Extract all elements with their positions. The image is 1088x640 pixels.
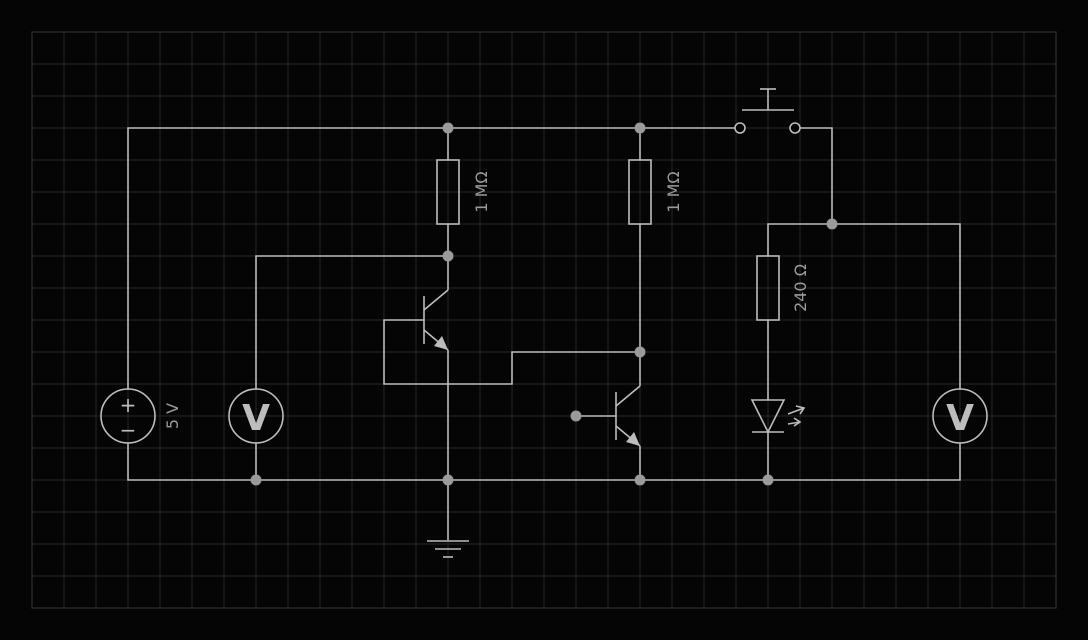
voltmeter-right[interactable]: V <box>932 388 988 444</box>
node[interactable] <box>442 122 454 134</box>
push-button-switch[interactable] <box>734 88 801 134</box>
resistor-1[interactable]: 1 MΩ <box>436 159 491 225</box>
resistor-3-body <box>756 255 780 321</box>
node[interactable] <box>634 346 646 358</box>
transistor-q1-collector <box>423 289 449 311</box>
resistor-1-label: 1 MΩ <box>472 171 491 212</box>
led-light-icon <box>787 405 806 427</box>
wires <box>127 127 961 540</box>
led[interactable] <box>750 399 806 434</box>
battery-minus: − <box>120 418 137 442</box>
battery[interactable]: + − 5 V <box>100 388 182 444</box>
resistor-2-label: 1 MΩ <box>664 171 683 212</box>
node[interactable] <box>826 218 838 230</box>
wire-q1-base-loop <box>383 319 640 385</box>
resistor-2-body <box>628 159 652 225</box>
node[interactable] <box>570 410 582 422</box>
battery-label: 5 V <box>163 403 182 429</box>
transistor-q2-arrow-icon <box>626 432 640 446</box>
resistor-2[interactable]: 1 MΩ <box>628 159 683 225</box>
node[interactable] <box>634 122 646 134</box>
voltmeter-left-symbol: V <box>242 398 270 439</box>
wire-switch-right <box>800 127 833 224</box>
node[interactable] <box>634 474 646 486</box>
transistor-q2-collector <box>615 385 641 407</box>
led-body <box>750 399 786 434</box>
switch-terminal-right <box>789 122 801 134</box>
wire-top-rail <box>127 127 740 389</box>
transistor-q2[interactable] <box>615 385 641 447</box>
ground-icon <box>427 540 469 558</box>
battery-plus: + <box>120 393 137 417</box>
grid-border <box>31 31 1057 609</box>
wire-bottom-rail <box>127 443 961 481</box>
resistor-3[interactable]: 240 Ω <box>756 255 810 321</box>
node[interactable] <box>442 250 454 262</box>
node[interactable] <box>762 474 774 486</box>
nodes <box>250 122 838 486</box>
wire-right-branch <box>767 223 961 389</box>
transistor-q1[interactable] <box>423 289 449 351</box>
transistor-q1-arrow-icon <box>434 336 448 350</box>
voltmeter-left-body <box>228 388 284 444</box>
node[interactable] <box>250 474 262 486</box>
resistor-3-label: 240 Ω <box>791 264 810 312</box>
switch-terminal-left <box>734 122 746 134</box>
voltmeter-right-body <box>932 388 988 444</box>
wire-vm1-top <box>255 255 448 389</box>
battery-body <box>100 388 156 444</box>
voltmeter-right-symbol: V <box>946 398 974 439</box>
voltmeter-left[interactable]: V <box>228 388 284 444</box>
node[interactable] <box>442 474 454 486</box>
resistor-1-body <box>436 159 460 225</box>
